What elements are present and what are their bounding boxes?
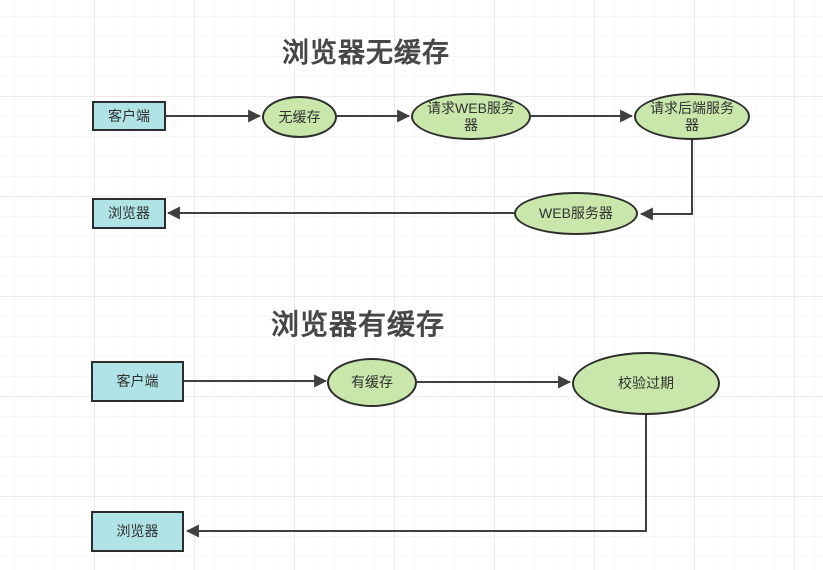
node-request-web-server-label: 请求WEB服务器 xyxy=(427,99,515,133)
node-web-server: WEB服务器 xyxy=(514,192,638,235)
node-browser-1: 浏览器 xyxy=(92,198,166,229)
node-no-cache: 无缓存 xyxy=(262,96,337,138)
section1-title: 浏览器无缓存 xyxy=(282,38,450,68)
node-client-1: 客户端 xyxy=(92,101,166,131)
arrow-check-expiry-to-browser xyxy=(185,415,647,538)
node-request-web-server: 请求WEB服务器 xyxy=(411,93,531,140)
node-client-2: 客户端 xyxy=(91,361,184,402)
node-browser-2: 浏览器 xyxy=(91,511,184,552)
node-request-backend-server: 请求后端服务器 xyxy=(634,93,750,140)
arrow-request-backend-server-to-web-server xyxy=(639,140,693,221)
section2-title: 浏览器有缓存 xyxy=(271,309,446,340)
node-request-backend-server-label: 请求后端服务器 xyxy=(650,99,734,133)
node-check-expiry: 校验过期 xyxy=(572,352,720,415)
node-has-cache: 有缓存 xyxy=(327,358,417,407)
